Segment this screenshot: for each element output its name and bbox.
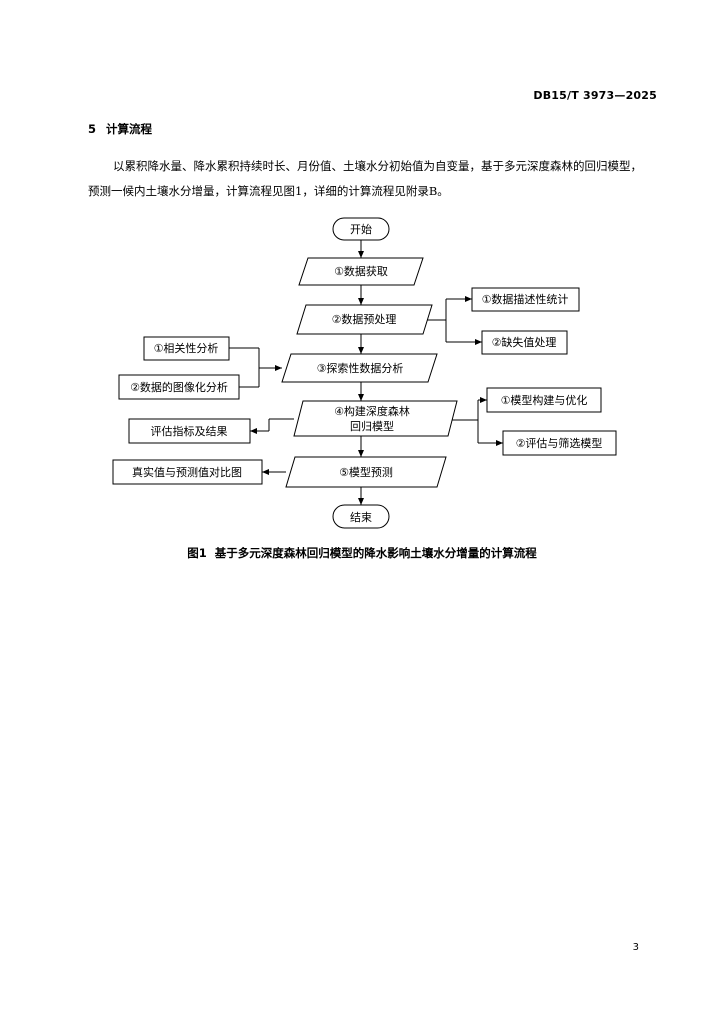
flowchart: 开始 ①数据获取 ②数据预处理 ①数据描述性统计 ②缺失值处理 ③探索性数据分析…: [112, 217, 617, 529]
side-box-label: 评估指标及结果: [151, 424, 228, 438]
side-box-label: ②缺失值处理: [492, 335, 557, 349]
step-label: ③探索性数据分析: [317, 361, 404, 375]
step-build-model: [293, 400, 458, 437]
side-box-correlation: [143, 336, 230, 361]
side-box-label: ①数据描述性统计: [482, 292, 569, 306]
side-box-label: ②数据的图像化分析: [130, 380, 228, 394]
side-box-label: ①模型构建与优化: [501, 393, 588, 407]
step-label: ①数据获取: [334, 264, 388, 278]
step-label: ⑤模型预测: [339, 465, 393, 479]
start-terminal: [332, 217, 390, 241]
section-number: 5: [88, 122, 97, 136]
side-box-label: ①相关性分析: [154, 341, 219, 355]
caption-text: 基于多元深度森林回归模型的降水影响土壤水分增量的计算流程: [214, 546, 537, 560]
section-heading: 5 计算流程: [88, 121, 152, 137]
side-box-label: ②评估与筛选模型: [516, 436, 603, 450]
side-box-evaluation-metrics: [128, 418, 251, 444]
step-model-prediction: [285, 456, 447, 488]
step-label-line2: 回归模型: [350, 419, 394, 433]
side-box-comparison-chart: [112, 459, 263, 485]
side-box-visualization: [118, 374, 240, 400]
side-box-missing-values: [481, 330, 568, 355]
side-box-model-selection: [502, 430, 617, 456]
step-data-preprocessing: [296, 304, 433, 335]
side-box-label: 真实值与预测值对比图: [132, 465, 242, 479]
end-label: 结束: [350, 511, 372, 524]
step-data-acquisition: [298, 257, 424, 286]
section-title: 计算流程: [106, 122, 152, 136]
step-label-line1: ④构建深度森林: [334, 404, 410, 418]
body-paragraph: 以累积降水量、降水累积持续时长、月份值、土壤水分初始值为自变量，基于多元深度森林…: [88, 159, 642, 198]
start-label: 开始: [350, 222, 372, 236]
page-number: 3: [632, 942, 639, 953]
document-code: DB15/T 3973—2025: [533, 89, 657, 102]
side-box-model-building: [486, 387, 602, 413]
step-label: ②数据预处理: [332, 312, 397, 326]
step-exploratory-analysis: [281, 353, 438, 383]
figure-caption: 图1 基于多元深度森林回归模型的降水影响土壤水分增量的计算流程: [0, 545, 724, 561]
caption-label: 图1: [187, 546, 207, 560]
end-terminal: [332, 504, 390, 529]
side-box-descriptive-stats: [471, 287, 580, 312]
